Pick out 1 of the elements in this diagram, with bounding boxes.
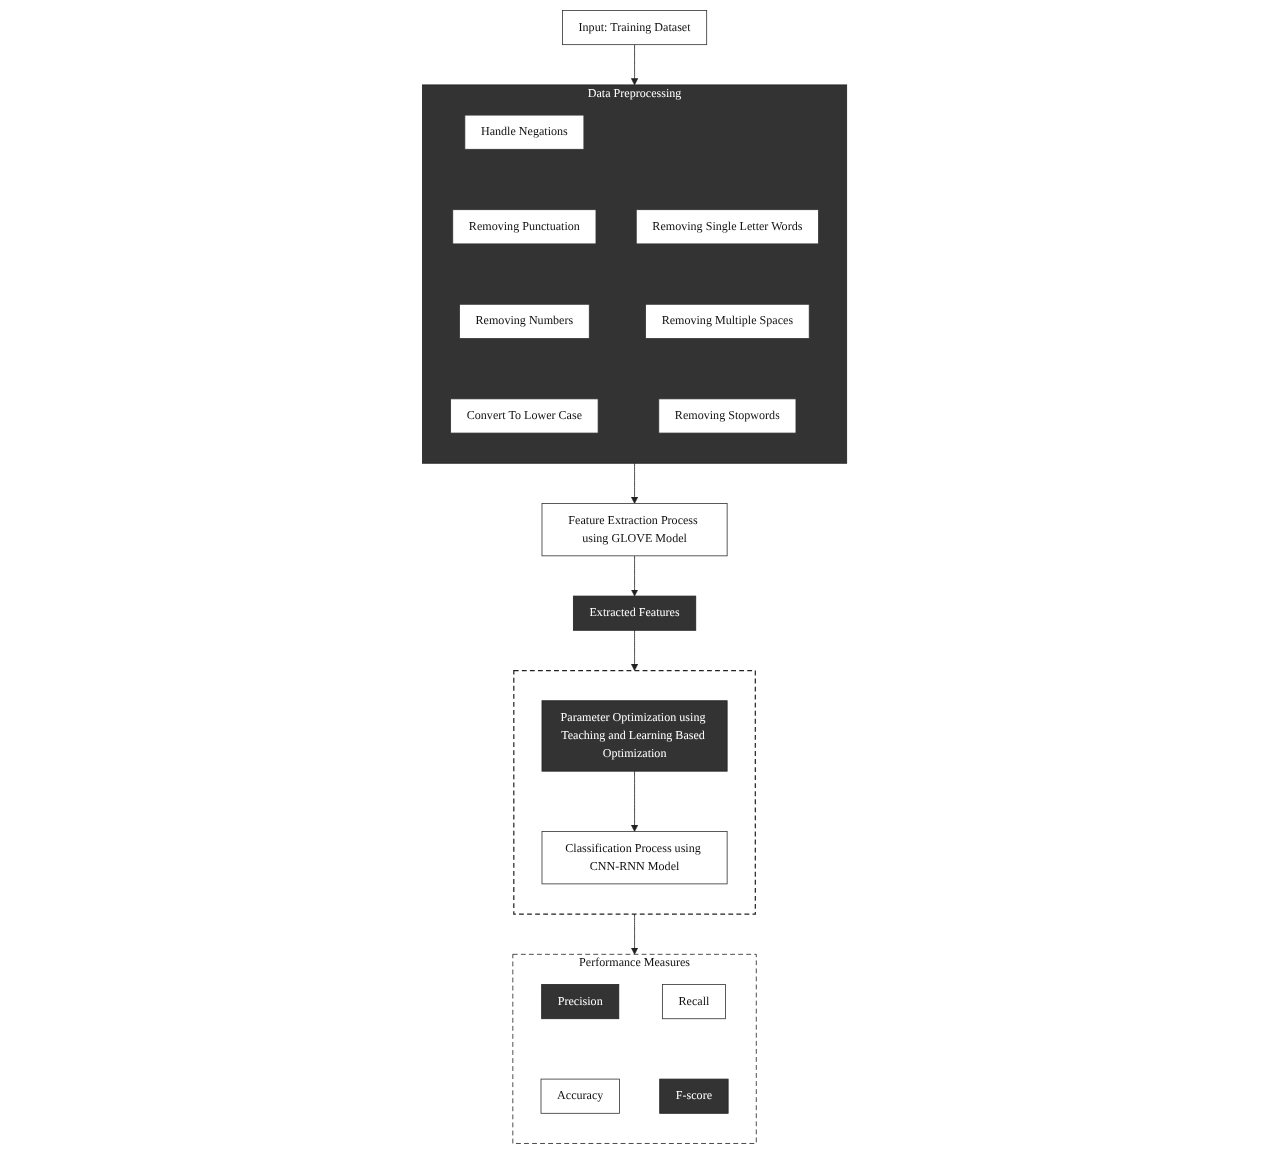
cluster bbox=[512, 669, 756, 915]
